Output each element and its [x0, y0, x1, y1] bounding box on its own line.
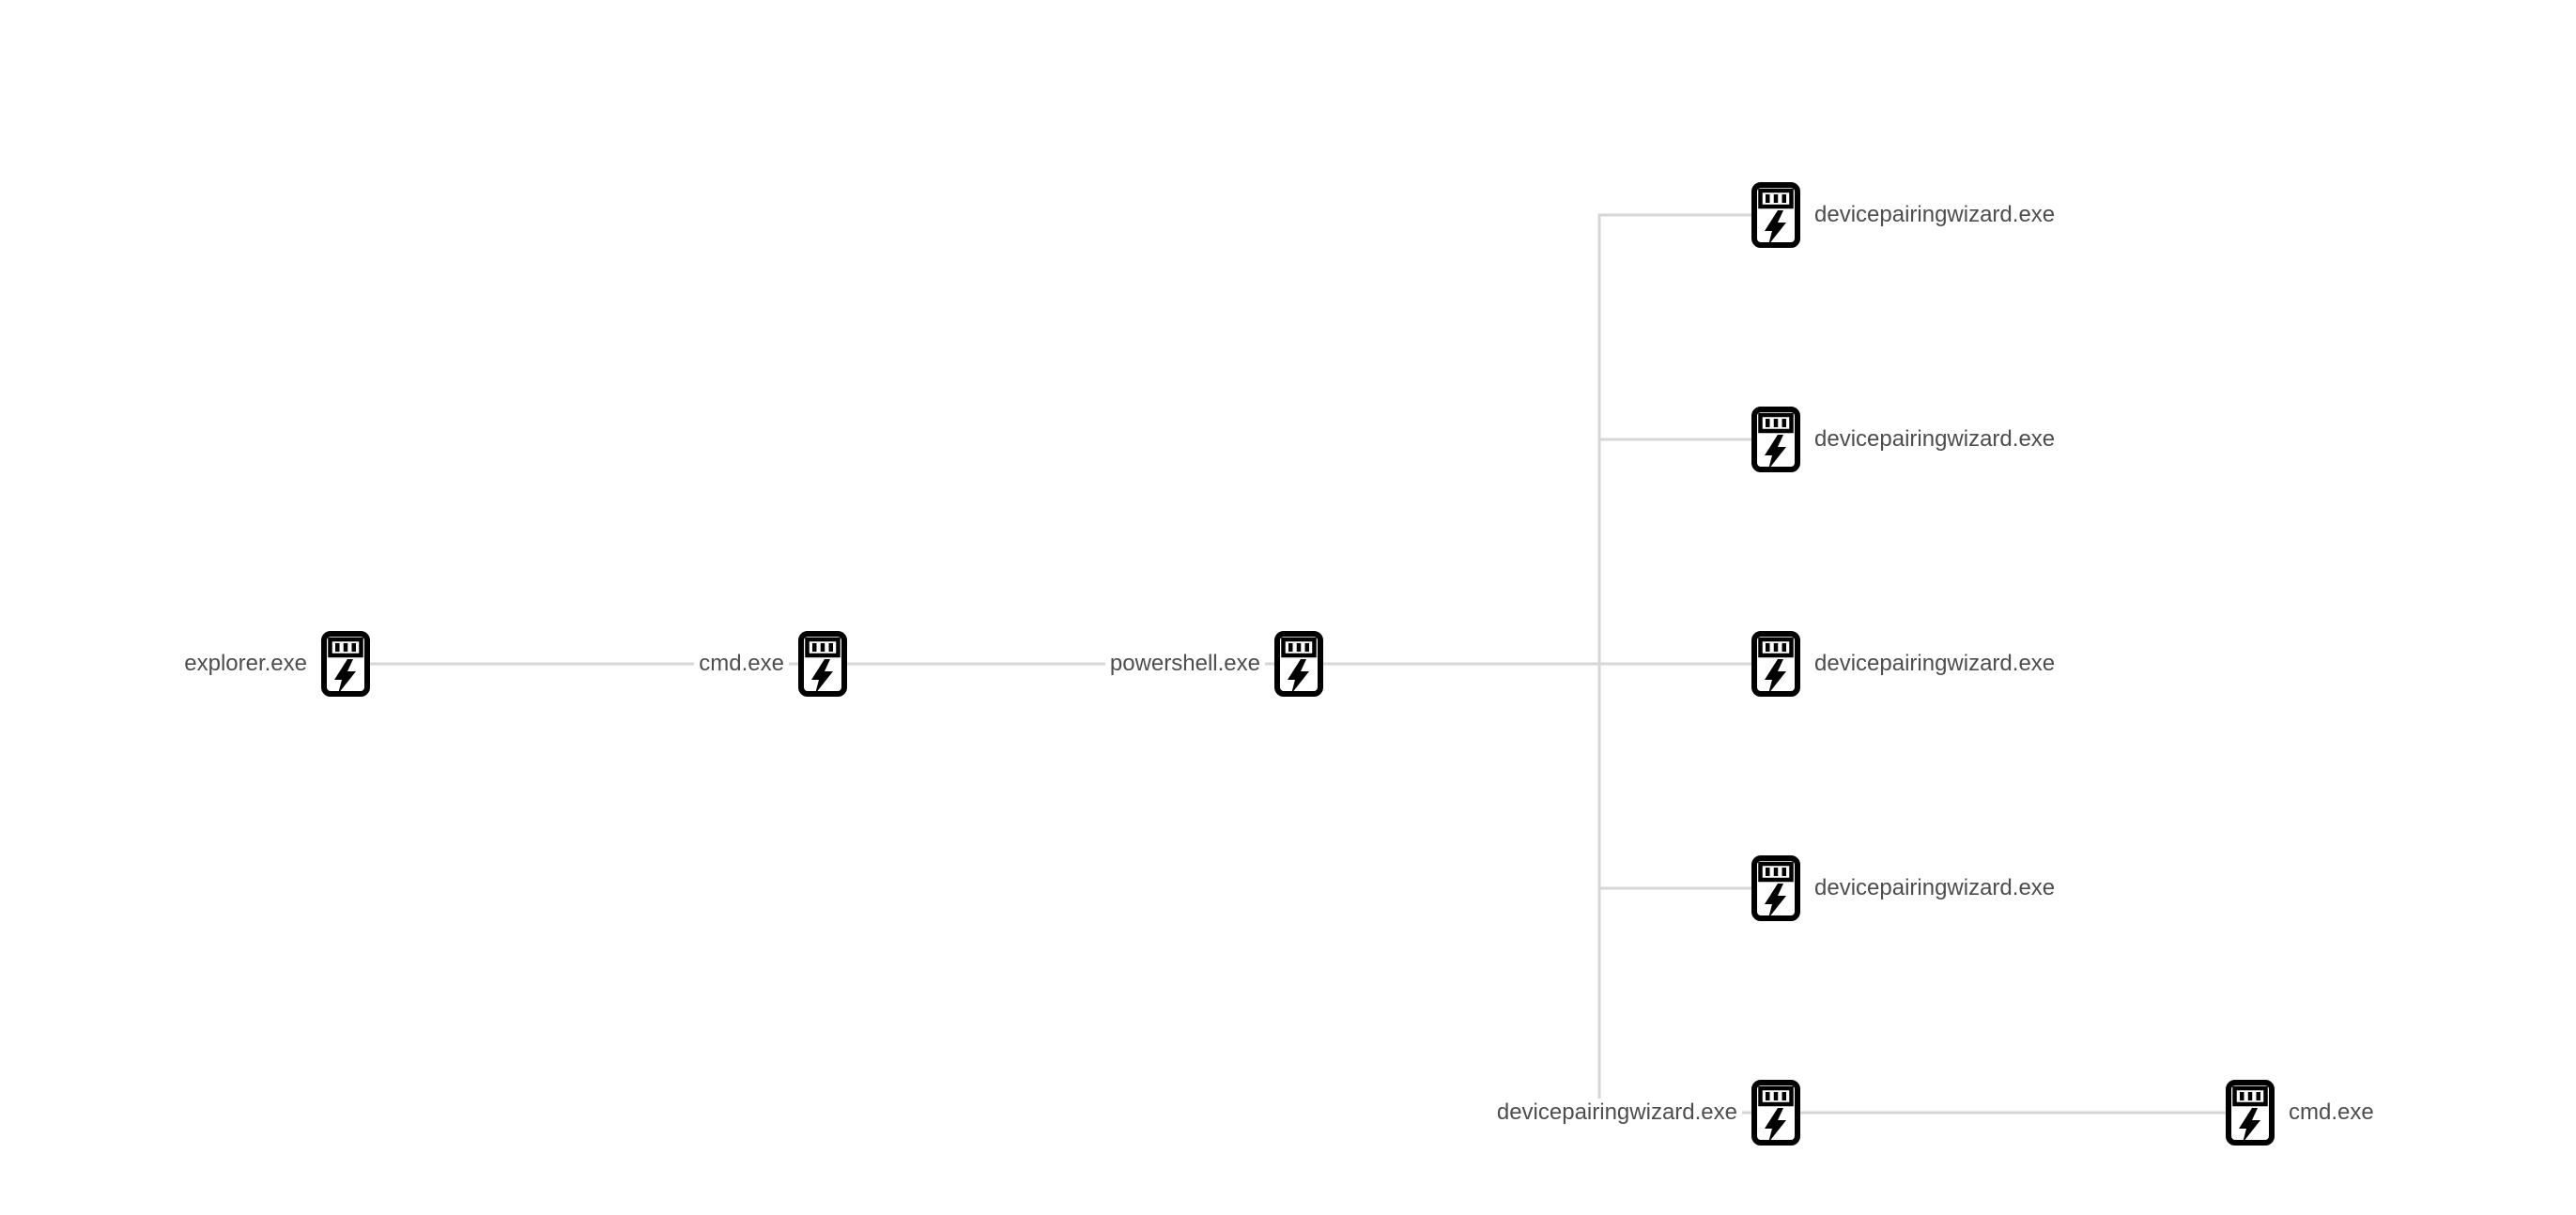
process-label: cmd.exe: [694, 650, 789, 678]
process-executable-icon[interactable]: [1751, 407, 1800, 472]
process-label: explorer.exe: [179, 650, 312, 678]
process-executable-icon[interactable]: [2226, 1080, 2275, 1146]
process-executable-icon[interactable]: [1751, 182, 1800, 248]
process-executable-icon[interactable]: [1751, 631, 1800, 697]
process-label: powershell.exe: [1104, 650, 1265, 678]
process-executable-icon[interactable]: [321, 631, 370, 697]
process-label: devicepairingwizard.exe: [1810, 650, 2060, 678]
process-executable-icon[interactable]: [1751, 1080, 1800, 1146]
process-executable-icon[interactable]: [1274, 631, 1323, 697]
process-executable-icon[interactable]: [798, 631, 847, 697]
process-label: devicepairingwizard.exe: [1810, 425, 2060, 454]
process-executable-icon[interactable]: [1751, 855, 1800, 921]
process-label: devicepairingwizard.exe: [1810, 201, 2060, 229]
process-label: cmd.exe: [2284, 1099, 2379, 1127]
process-label: devicepairingwizard.exe: [1491, 1099, 1742, 1127]
process-label: devicepairingwizard.exe: [1810, 874, 2060, 902]
